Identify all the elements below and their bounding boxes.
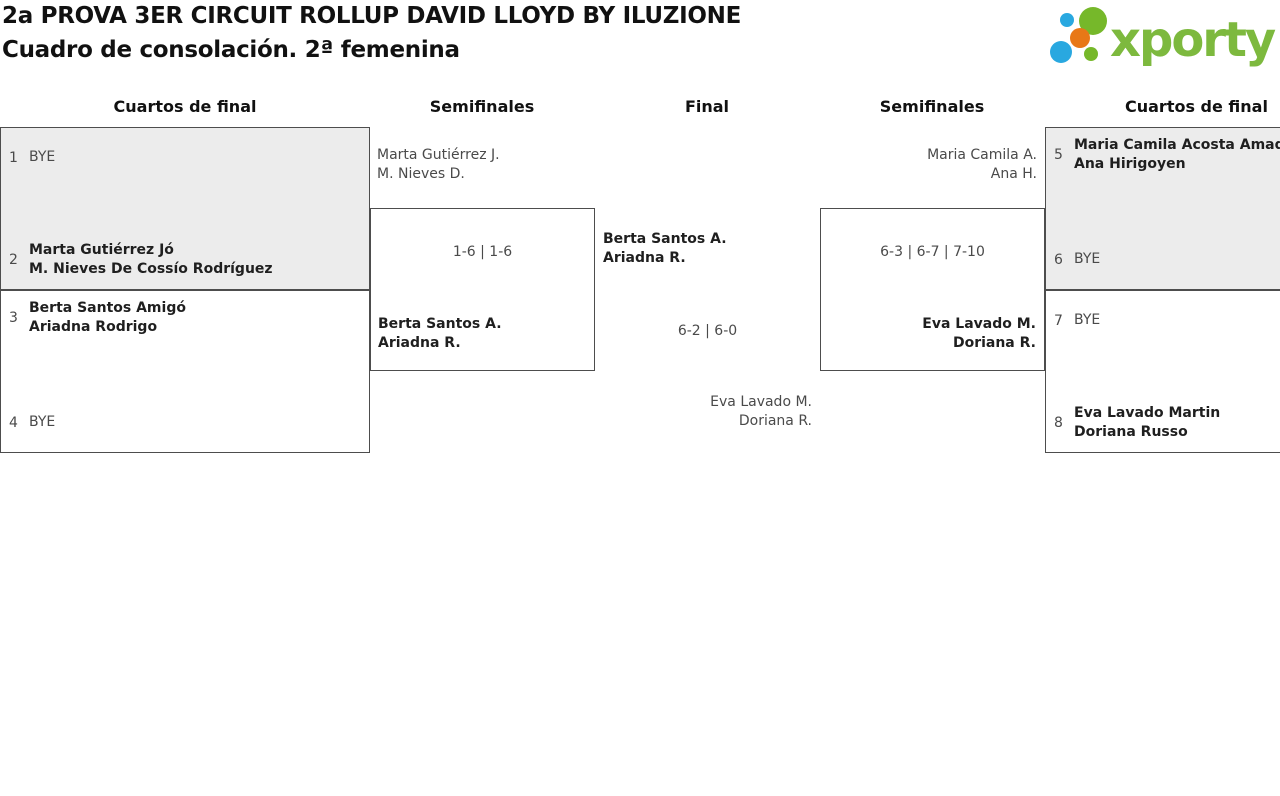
player-name: Marta Gutiérrez J. — [377, 147, 500, 163]
final-runnerup-team: Eva Lavado M. Doriana R. — [710, 393, 812, 431]
match-box-qf1: 1 BYE 2 Marta Gutiérrez Jó M. Nieves De … — [0, 127, 370, 290]
player-name: Doriana Russo — [1074, 424, 1188, 440]
team-slot-seed4: 4 BYE — [1, 413, 369, 432]
team-slot-seed1: 1 BYE — [1, 148, 369, 167]
round-header-semifinals-left: Semifinales — [429, 97, 535, 116]
match-box-sf-right: 6-3 | 6-7 | 7-10 Eva Lavado M. Doriana R… — [820, 208, 1045, 371]
logo-dot-green-small-icon — [1084, 47, 1098, 61]
team-name-bye: BYE — [29, 149, 56, 165]
seed-number: 8 — [1054, 415, 1063, 431]
player-name: Doriana R. — [952, 335, 1036, 351]
player-name: M. Nieves D. — [377, 166, 465, 182]
round-header-semifinals-right: Semifinales — [879, 97, 985, 116]
page-subtitle: Cuadro de consolación. 2ª femenina — [2, 37, 460, 63]
player-name: Eva Lavado Martin — [1074, 405, 1221, 421]
seed-number: 4 — [9, 414, 18, 431]
team-slot-seed7: 7 BYE — [1046, 311, 1280, 330]
player-name: Ana H. — [990, 166, 1037, 182]
player-name: Maria Camila Acosta Amador — [1074, 137, 1280, 153]
seed-number: 3 — [9, 310, 18, 326]
seed-number: 2 — [9, 252, 18, 268]
player-name: Ana Hirigoyen — [1074, 156, 1186, 172]
logo-dot-blue-medium-icon — [1050, 41, 1072, 63]
seed-number: 1 — [9, 149, 18, 166]
match-score: 1-6 | 1-6 — [452, 244, 513, 260]
sf-right-winner-team: Eva Lavado M. Doriana R. — [922, 315, 1036, 353]
player-name: M. Nieves De Cossío Rodríguez — [29, 261, 273, 277]
player-name: Ariadna Rodrigo — [29, 319, 158, 335]
sf-left-winner-team: Berta Santos A. Ariadna R. — [378, 315, 502, 353]
team-slot-seed5: 5 Maria Camila Acosta Amador Ana Hirigoy… — [1046, 136, 1280, 174]
match-box-sf-left: 1-6 | 1-6 Berta Santos A. Ariadna R. — [370, 208, 595, 371]
logo-dot-blue-small-icon — [1060, 13, 1074, 27]
player-name: Eva Lavado M. — [922, 316, 1036, 332]
team-slot-seed3: 3 Berta Santos Amigó Ariadna Rodrigo — [1, 299, 369, 337]
final-score: 6-2 | 6-0 — [677, 323, 738, 339]
player-name: Berta Santos A. — [603, 231, 727, 247]
player-name: Marta Gutiérrez Jó — [29, 242, 174, 258]
match-box-qf3: 5 Maria Camila Acosta Amador Ana Hirigoy… — [1045, 127, 1280, 290]
player-name: Maria Camila A. — [927, 147, 1037, 163]
match-box-qf2: 3 Berta Santos Amigó Ariadna Rodrigo 4 B… — [0, 290, 370, 453]
sf-left-loser-team: Marta Gutiérrez J. M. Nieves D. — [377, 146, 500, 184]
team-name-bye: BYE — [29, 414, 56, 430]
xporty-logo-text: xporty — [1110, 12, 1276, 68]
player-name: Ariadna R. — [603, 250, 686, 266]
seed-number: 5 — [1054, 147, 1063, 163]
seed-number: 6 — [1054, 251, 1063, 268]
match-score: 6-3 | 6-7 | 7-10 — [880, 244, 985, 260]
round-header-final: Final — [684, 97, 730, 116]
team-slot-seed2: 2 Marta Gutiérrez Jó M. Nieves De Cossío… — [1, 241, 369, 279]
xporty-logo[interactable]: xporty — [1048, 4, 1280, 76]
team-slot-seed6: 6 BYE — [1046, 250, 1280, 269]
player-name: Doriana R. — [738, 413, 812, 429]
player-name: Eva Lavado M. — [710, 394, 812, 410]
team-slot-seed8: 8 Eva Lavado Martin Doriana Russo — [1046, 404, 1280, 442]
final-winner-team: Berta Santos A. Ariadna R. — [603, 230, 727, 268]
logo-dot-orange-icon — [1070, 28, 1090, 48]
seed-number: 7 — [1054, 312, 1063, 329]
team-name-bye: BYE — [1074, 312, 1101, 328]
player-name: Berta Santos A. — [378, 316, 502, 332]
page-title: 2a PROVA 3ER CIRCUIT ROLLUP DAVID LLOYD … — [2, 3, 741, 29]
round-header-quarterfinals-left: Cuartos de final — [113, 97, 257, 116]
team-name-bye: BYE — [1074, 251, 1101, 267]
player-name: Berta Santos Amigó — [29, 300, 186, 316]
round-header-quarterfinals-right: Cuartos de final — [1125, 97, 1268, 116]
sf-right-loser-team: Maria Camila A. Ana H. — [927, 146, 1037, 184]
match-box-qf4: 7 BYE 8 Eva Lavado Martin Doriana Russo — [1045, 290, 1280, 453]
player-name: Ariadna R. — [378, 335, 461, 351]
